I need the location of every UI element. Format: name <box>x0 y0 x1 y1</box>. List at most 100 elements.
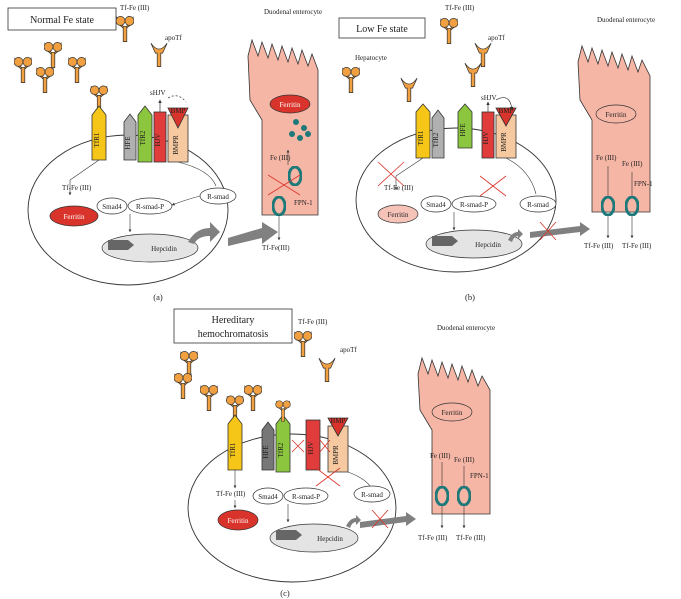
ferritin-enterocyte-label: Ferritin <box>606 111 627 119</box>
transferrin-icon <box>440 17 458 44</box>
enterocyte-label: Duodenal enterocyte <box>264 8 322 16</box>
transferrin-icon <box>68 57 86 83</box>
caption-a: (a) <box>153 292 163 302</box>
tfr2-receptor <box>137 105 153 163</box>
hjv-label: HJV <box>154 134 162 147</box>
hepcidin-flow-arrow <box>228 222 278 246</box>
caption-c: (c) <box>280 588 290 598</box>
ferritin-enterocyte <box>595 104 637 124</box>
tf-fe-internal-label: Tf-Fe (III) <box>384 184 414 192</box>
r-smad-p <box>127 197 173 215</box>
tf-fe-out-label: Tf-Fe (III) <box>456 534 486 542</box>
hfe-protein <box>261 421 275 471</box>
tfr2-label: TfR2 <box>432 132 440 147</box>
tfr1-label: TfR1 <box>229 442 237 457</box>
apotf-label: apoTf <box>488 34 505 42</box>
tfr1-receptor <box>227 414 243 471</box>
fe-iii-label: Fe (III) <box>454 456 475 464</box>
tf-fe-internal-label: Tf-Fe (III) <box>62 184 92 192</box>
transferrin-icon <box>342 67 360 93</box>
tf-fe-label: Tf-Fe (III) <box>120 4 150 12</box>
gene-arrow-icon <box>108 240 134 250</box>
tf-fe-label: Tf-Fe (III) <box>445 4 475 12</box>
expression-arrow-icon <box>508 229 523 242</box>
r-smad <box>353 485 391 503</box>
smad4-label: Smad4 <box>258 493 278 501</box>
ferritin-enterocyte <box>431 402 473 422</box>
bmp-ligand <box>495 107 517 127</box>
duodenal-enterocyte <box>577 44 651 213</box>
panel-c: Hereditary hemochromatosis Tf-Fe (III) a… <box>173 308 495 598</box>
enterocyte-label: Duodenal enterocyte <box>597 16 655 24</box>
expression-arrow-icon <box>188 222 220 244</box>
duodenal-enterocyte <box>417 356 491 515</box>
apotf-icon <box>474 42 492 67</box>
enterocyte-label: Duodenal enterocyte <box>437 324 495 332</box>
smad4-label: Smad4 <box>426 201 446 209</box>
r-smad-p <box>283 487 329 505</box>
panel-b-title: Low Fe state <box>356 24 408 35</box>
bmpr-label: BMPR <box>332 445 340 465</box>
ferritin-label: Ferritin <box>388 211 409 219</box>
tfr1-label: TfR1 <box>417 130 425 145</box>
iron-dot-icon <box>289 131 295 137</box>
hjv-label: HJV <box>482 132 490 145</box>
smad4 <box>96 197 128 215</box>
tf-fe-internal-label: Tf-Fe (III) <box>216 490 246 498</box>
bmpr-label: BMPR <box>500 132 508 152</box>
ferritin-label: Ferritin <box>228 517 249 525</box>
fe-iii-label: Fe (III) <box>430 452 451 460</box>
ferritin-enterocyte-label: Ferritin <box>280 101 301 109</box>
r-smad-p-label: R-smad-P <box>460 201 488 209</box>
smad4 <box>252 487 284 505</box>
hjv-label: HJV <box>307 442 315 455</box>
bmpr-label: BMPR <box>172 135 180 155</box>
panel-b: Low Fe state Tf-Fe (III) apoTf Hepatocyt… <box>338 4 655 302</box>
r-smad-label: R-smad <box>361 491 383 499</box>
apotf-icon <box>400 77 418 102</box>
r-smad-p <box>451 195 497 213</box>
gene-arrow-icon <box>276 530 302 540</box>
shjv-label: sHJV <box>481 94 497 102</box>
iron-dot-icon <box>305 131 311 137</box>
iron-dot-icon <box>293 119 299 125</box>
transferrin-icon <box>44 42 62 68</box>
transferrin-icon <box>180 351 198 377</box>
apotf-icon <box>150 42 168 67</box>
r-smad-label: R-smad <box>207 193 229 201</box>
transferrin-icon <box>294 331 312 357</box>
ferritin-hepatocyte <box>217 509 259 531</box>
hfe-label: HFE <box>459 123 467 136</box>
transferrin-icon <box>200 385 218 411</box>
ferritin-hepatocyte <box>49 205 99 227</box>
tf-fe-out-label: Tf-Fe (III) <box>622 242 652 250</box>
hepatocyte-cell <box>187 433 397 583</box>
panel-b-title-box <box>338 17 426 39</box>
hfe-protein <box>457 103 473 149</box>
bmp-label: BMP <box>171 107 186 115</box>
expression-arrow-icon <box>346 515 361 528</box>
panel-a-title-box <box>7 7 117 31</box>
tfr1-receptor <box>91 105 107 161</box>
transferrin-icon <box>36 67 54 93</box>
tf-fe-label: Tf-Fe (III) <box>298 318 328 326</box>
hepcidin-label: Hepcidin <box>475 241 501 249</box>
ferritin-enterocyte-label: Ferritin <box>442 409 463 417</box>
transferrin-icon <box>244 385 262 411</box>
bound-transferrin-icon <box>275 400 291 422</box>
ferritin-label: Ferritin <box>64 213 85 221</box>
bmp-label: BMP <box>499 107 514 115</box>
ferritin-hepatocyte <box>377 204 419 224</box>
apotf-icon <box>318 357 336 382</box>
r-smad-p-label: R-smad-P <box>136 203 164 211</box>
hepcidin-label: Hepcidin <box>317 535 343 543</box>
r-smad <box>519 195 557 213</box>
fe-iii-label: Fe (III) <box>596 154 617 162</box>
duodenal-enterocyte <box>247 38 319 216</box>
hepcidin-label: Hepcidin <box>151 245 177 253</box>
panel-c-title-line2: hemochromatosis <box>198 329 269 340</box>
fpn-label: FPN-1 <box>634 180 653 188</box>
hjv-protein <box>305 419 321 471</box>
r-smad-label: R-smad <box>527 201 549 209</box>
